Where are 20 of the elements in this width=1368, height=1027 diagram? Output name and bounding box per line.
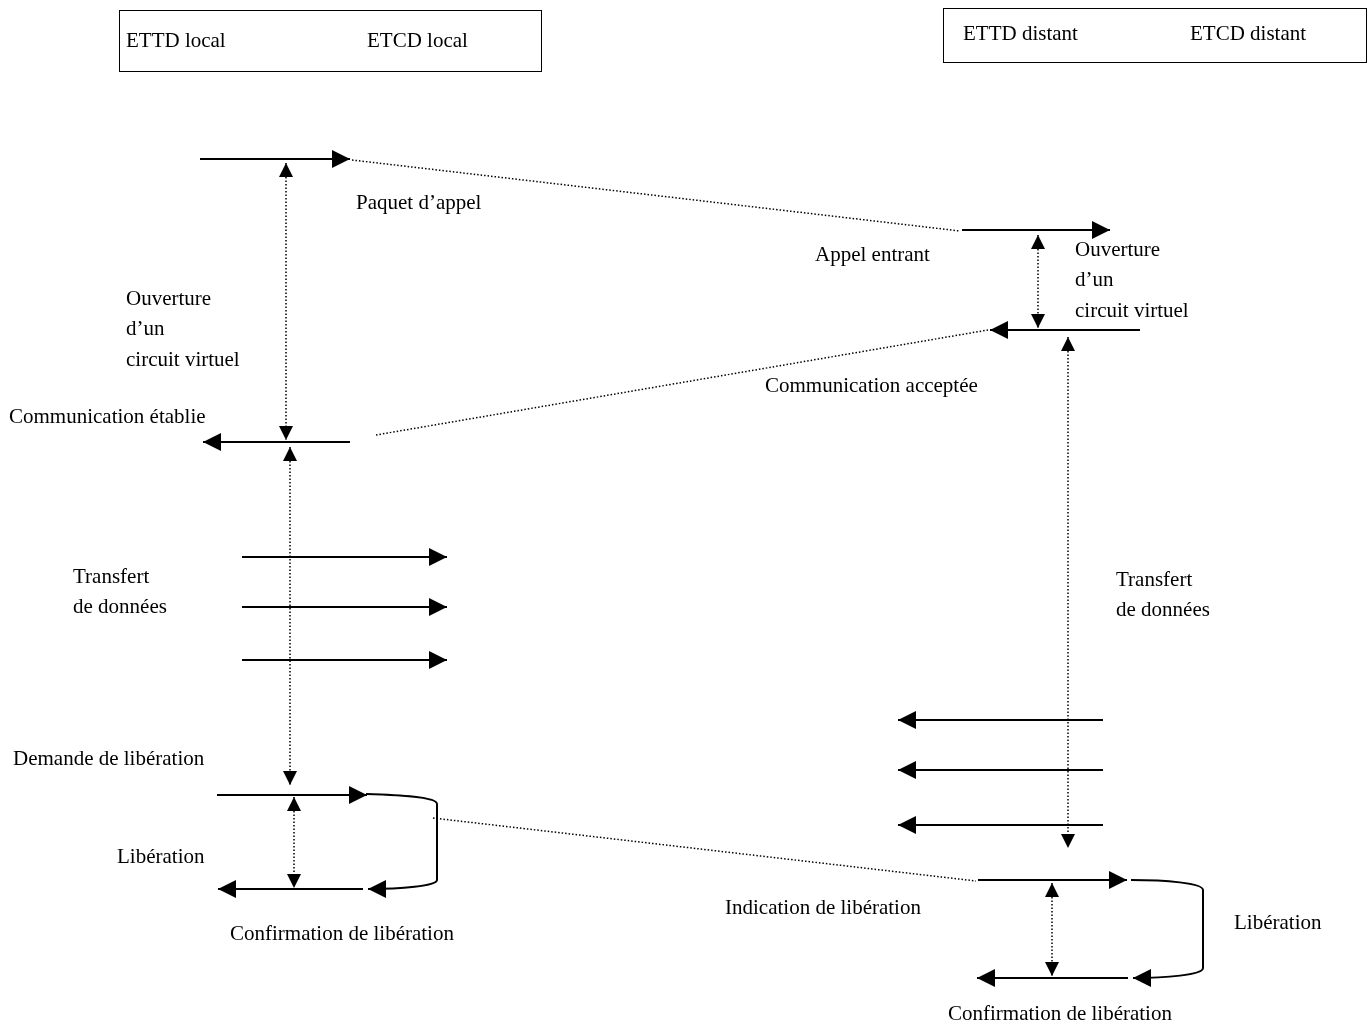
- step-label: Libération: [117, 843, 205, 870]
- step-label: Paquet d’appel: [356, 189, 482, 216]
- step-label: Ouverture d’un circuit virtuel: [1075, 236, 1190, 324]
- step-label: Transfert de données: [1116, 566, 1211, 624]
- step-label: Appel entrant: [815, 241, 930, 268]
- header-box: [943, 8, 1367, 63]
- step-label: Communication établie: [9, 403, 206, 430]
- header-label: ETTD local: [126, 28, 226, 54]
- header-label: ETCD distant: [1190, 21, 1307, 47]
- header-box: [119, 10, 542, 72]
- step-label: Ouverture d’un circuit virtuel: [126, 285, 241, 373]
- step-label: Demande de libération: [13, 745, 205, 772]
- step-label: Transfert de données: [73, 563, 168, 621]
- header-label: ETTD distant: [963, 21, 1078, 47]
- step-label: Libération: [1234, 909, 1322, 936]
- step-label: Confirmation de libération: [230, 920, 454, 947]
- header-label: ETCD local: [367, 28, 468, 54]
- step-label: Communication acceptée: [765, 372, 978, 399]
- step-label: Confirmation de libération: [948, 1000, 1172, 1027]
- step-label: Indication de libération: [725, 894, 921, 921]
